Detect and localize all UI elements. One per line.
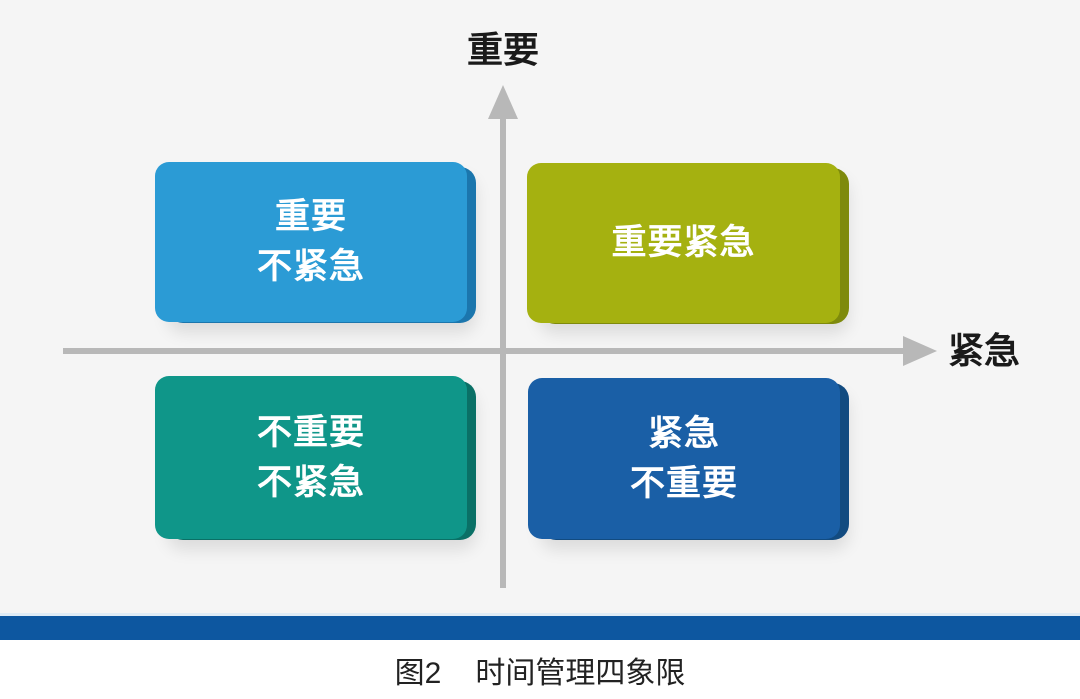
quadrant-face: 重要 不紧急 xyxy=(155,162,467,322)
quadrant-face: 重要紧急 xyxy=(527,163,840,323)
quadrant-urgent-not-important: 紧急 不重要 xyxy=(528,378,849,540)
quadrant-not-important-not-urgent: 不重要 不紧急 xyxy=(155,376,476,540)
divider-bar xyxy=(0,613,1080,640)
right-arrow-icon xyxy=(903,336,937,366)
quadrant-face: 紧急 不重要 xyxy=(528,378,840,539)
x-axis-label: 紧急 xyxy=(948,330,1021,371)
quadrant-label-line: 不重要 xyxy=(256,412,365,452)
y-axis-label: 重要 xyxy=(466,29,539,70)
up-arrow-icon xyxy=(488,85,518,119)
quadrant-face: 不重要 不紧急 xyxy=(155,376,467,539)
figure-title: 时间管理四象限 xyxy=(475,656,686,690)
quadrant-label-line: 不重要 xyxy=(629,463,738,503)
quadrant-label-line: 重要 xyxy=(274,197,347,237)
quadrant-important-not-urgent: 重要 不紧急 xyxy=(155,162,476,323)
quadrant-label-line: 不紧急 xyxy=(256,462,365,502)
quadrant-label-line: 紧急 xyxy=(647,413,720,453)
x-axis-line xyxy=(63,348,905,354)
quadrant-label-line: 重要紧急 xyxy=(611,223,756,263)
figure-caption: 图2 时间管理四象限 xyxy=(0,640,1080,699)
quadrant-label-line: 不紧急 xyxy=(256,247,365,286)
figure-number: 图2 xyxy=(394,656,442,690)
quadrant-diagram: 重要 紧急 重要 不紧急 重要紧急 不重要 不紧急 紧急 不重要 xyxy=(63,29,1021,588)
quadrant-important-urgent: 重要紧急 xyxy=(527,163,849,324)
